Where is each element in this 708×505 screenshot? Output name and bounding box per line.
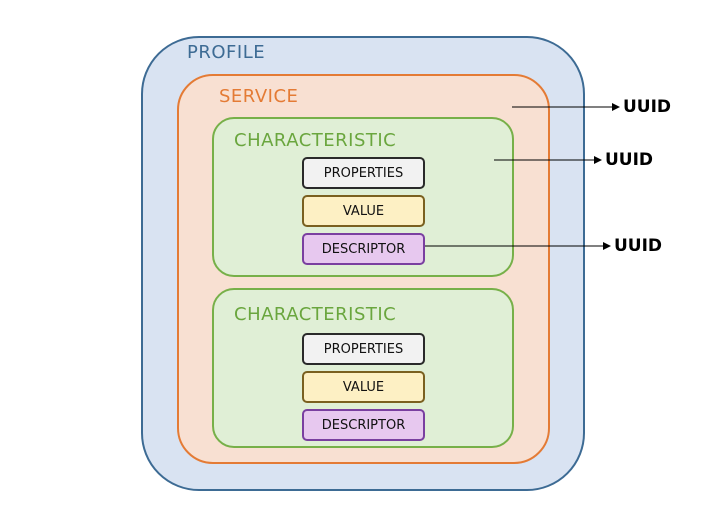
descriptor-box-1: DESCRIPTOR — [302, 233, 425, 265]
service-uuid-label: UUID — [623, 97, 672, 117]
profile-label: PROFILE — [187, 42, 266, 63]
characteristic-label-2: CHARACTERISTIC — [234, 304, 397, 325]
service-label: SERVICE — [219, 86, 299, 107]
characteristic-label-1: CHARACTERISTIC — [234, 130, 397, 151]
value-box-2: VALUE — [302, 371, 425, 403]
descriptor-box-2: DESCRIPTOR — [302, 409, 425, 441]
value-box-1: VALUE — [302, 195, 425, 227]
characteristic-uuid-label: UUID — [605, 150, 654, 170]
properties-box-1: PROPERTIES — [302, 157, 425, 189]
descriptor-uuid-label: UUID — [614, 236, 663, 256]
properties-box-2: PROPERTIES — [302, 333, 425, 365]
